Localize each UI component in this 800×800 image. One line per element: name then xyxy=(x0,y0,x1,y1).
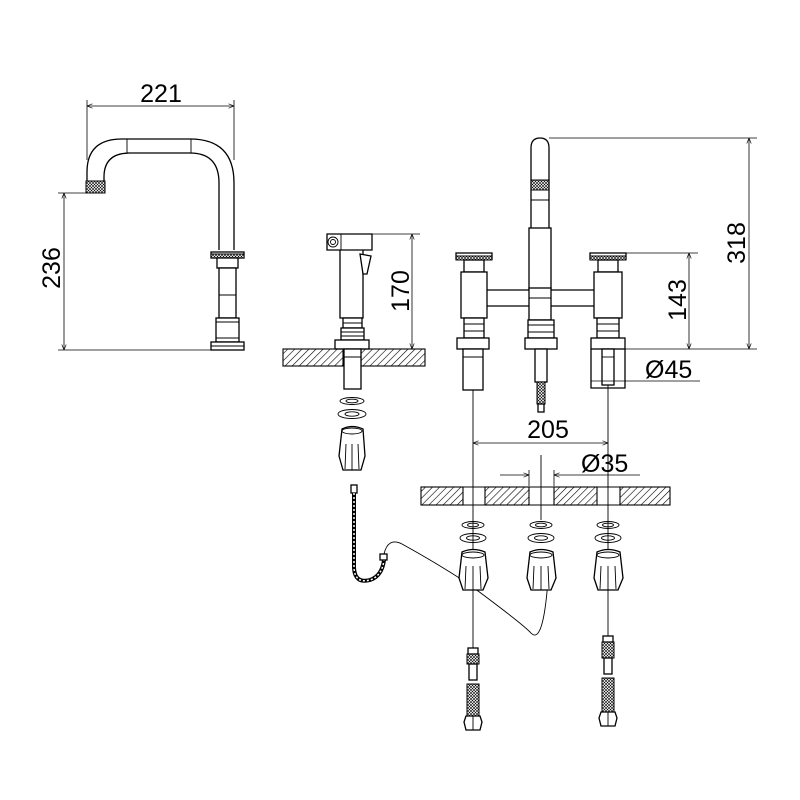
side-sprayer xyxy=(326,233,373,350)
center-threaded-rod xyxy=(536,381,546,405)
dim-label-dia35: Ø35 xyxy=(581,450,628,478)
dimension-318: 318 xyxy=(549,137,757,350)
dim-label-170: 170 xyxy=(387,270,415,312)
right-supply-hose xyxy=(598,635,618,727)
side-view xyxy=(85,138,245,351)
sprayer-hose xyxy=(350,484,549,636)
dim-label-318: 318 xyxy=(723,222,751,264)
dim-label-143: 143 xyxy=(664,279,692,321)
sprayer-countertop-section xyxy=(282,348,426,390)
center-mounting-parts xyxy=(526,521,557,591)
dimension-143: 143 xyxy=(626,252,698,349)
spout-knurl xyxy=(530,179,550,191)
dimension-236: 236 xyxy=(38,192,211,351)
left-handle xyxy=(455,252,493,391)
right-mounting-parts xyxy=(593,521,624,591)
right-handle xyxy=(589,252,627,389)
dimension-221: 221 xyxy=(86,80,235,160)
sprayer-mounting-parts xyxy=(337,397,367,471)
dim-label-dia45: Ø45 xyxy=(645,356,692,384)
dim-label-205: 205 xyxy=(527,416,569,444)
dimension-170: 170 xyxy=(372,233,420,349)
faucet-front-view xyxy=(482,137,598,413)
dimension-205: 205 xyxy=(473,416,608,444)
countertop-section xyxy=(420,486,671,506)
dim-label-221: 221 xyxy=(140,80,182,108)
center-lines xyxy=(472,385,609,652)
dimension-dia45: Ø45 xyxy=(591,356,700,384)
sprayer-trigger xyxy=(359,253,372,275)
left-supply-hose xyxy=(463,647,483,731)
left-mounting-parts xyxy=(458,521,489,591)
spout-aerator-knurl xyxy=(85,180,106,194)
dim-label-236: 236 xyxy=(38,247,66,289)
dimension-dia35: Ø35 xyxy=(500,450,640,520)
